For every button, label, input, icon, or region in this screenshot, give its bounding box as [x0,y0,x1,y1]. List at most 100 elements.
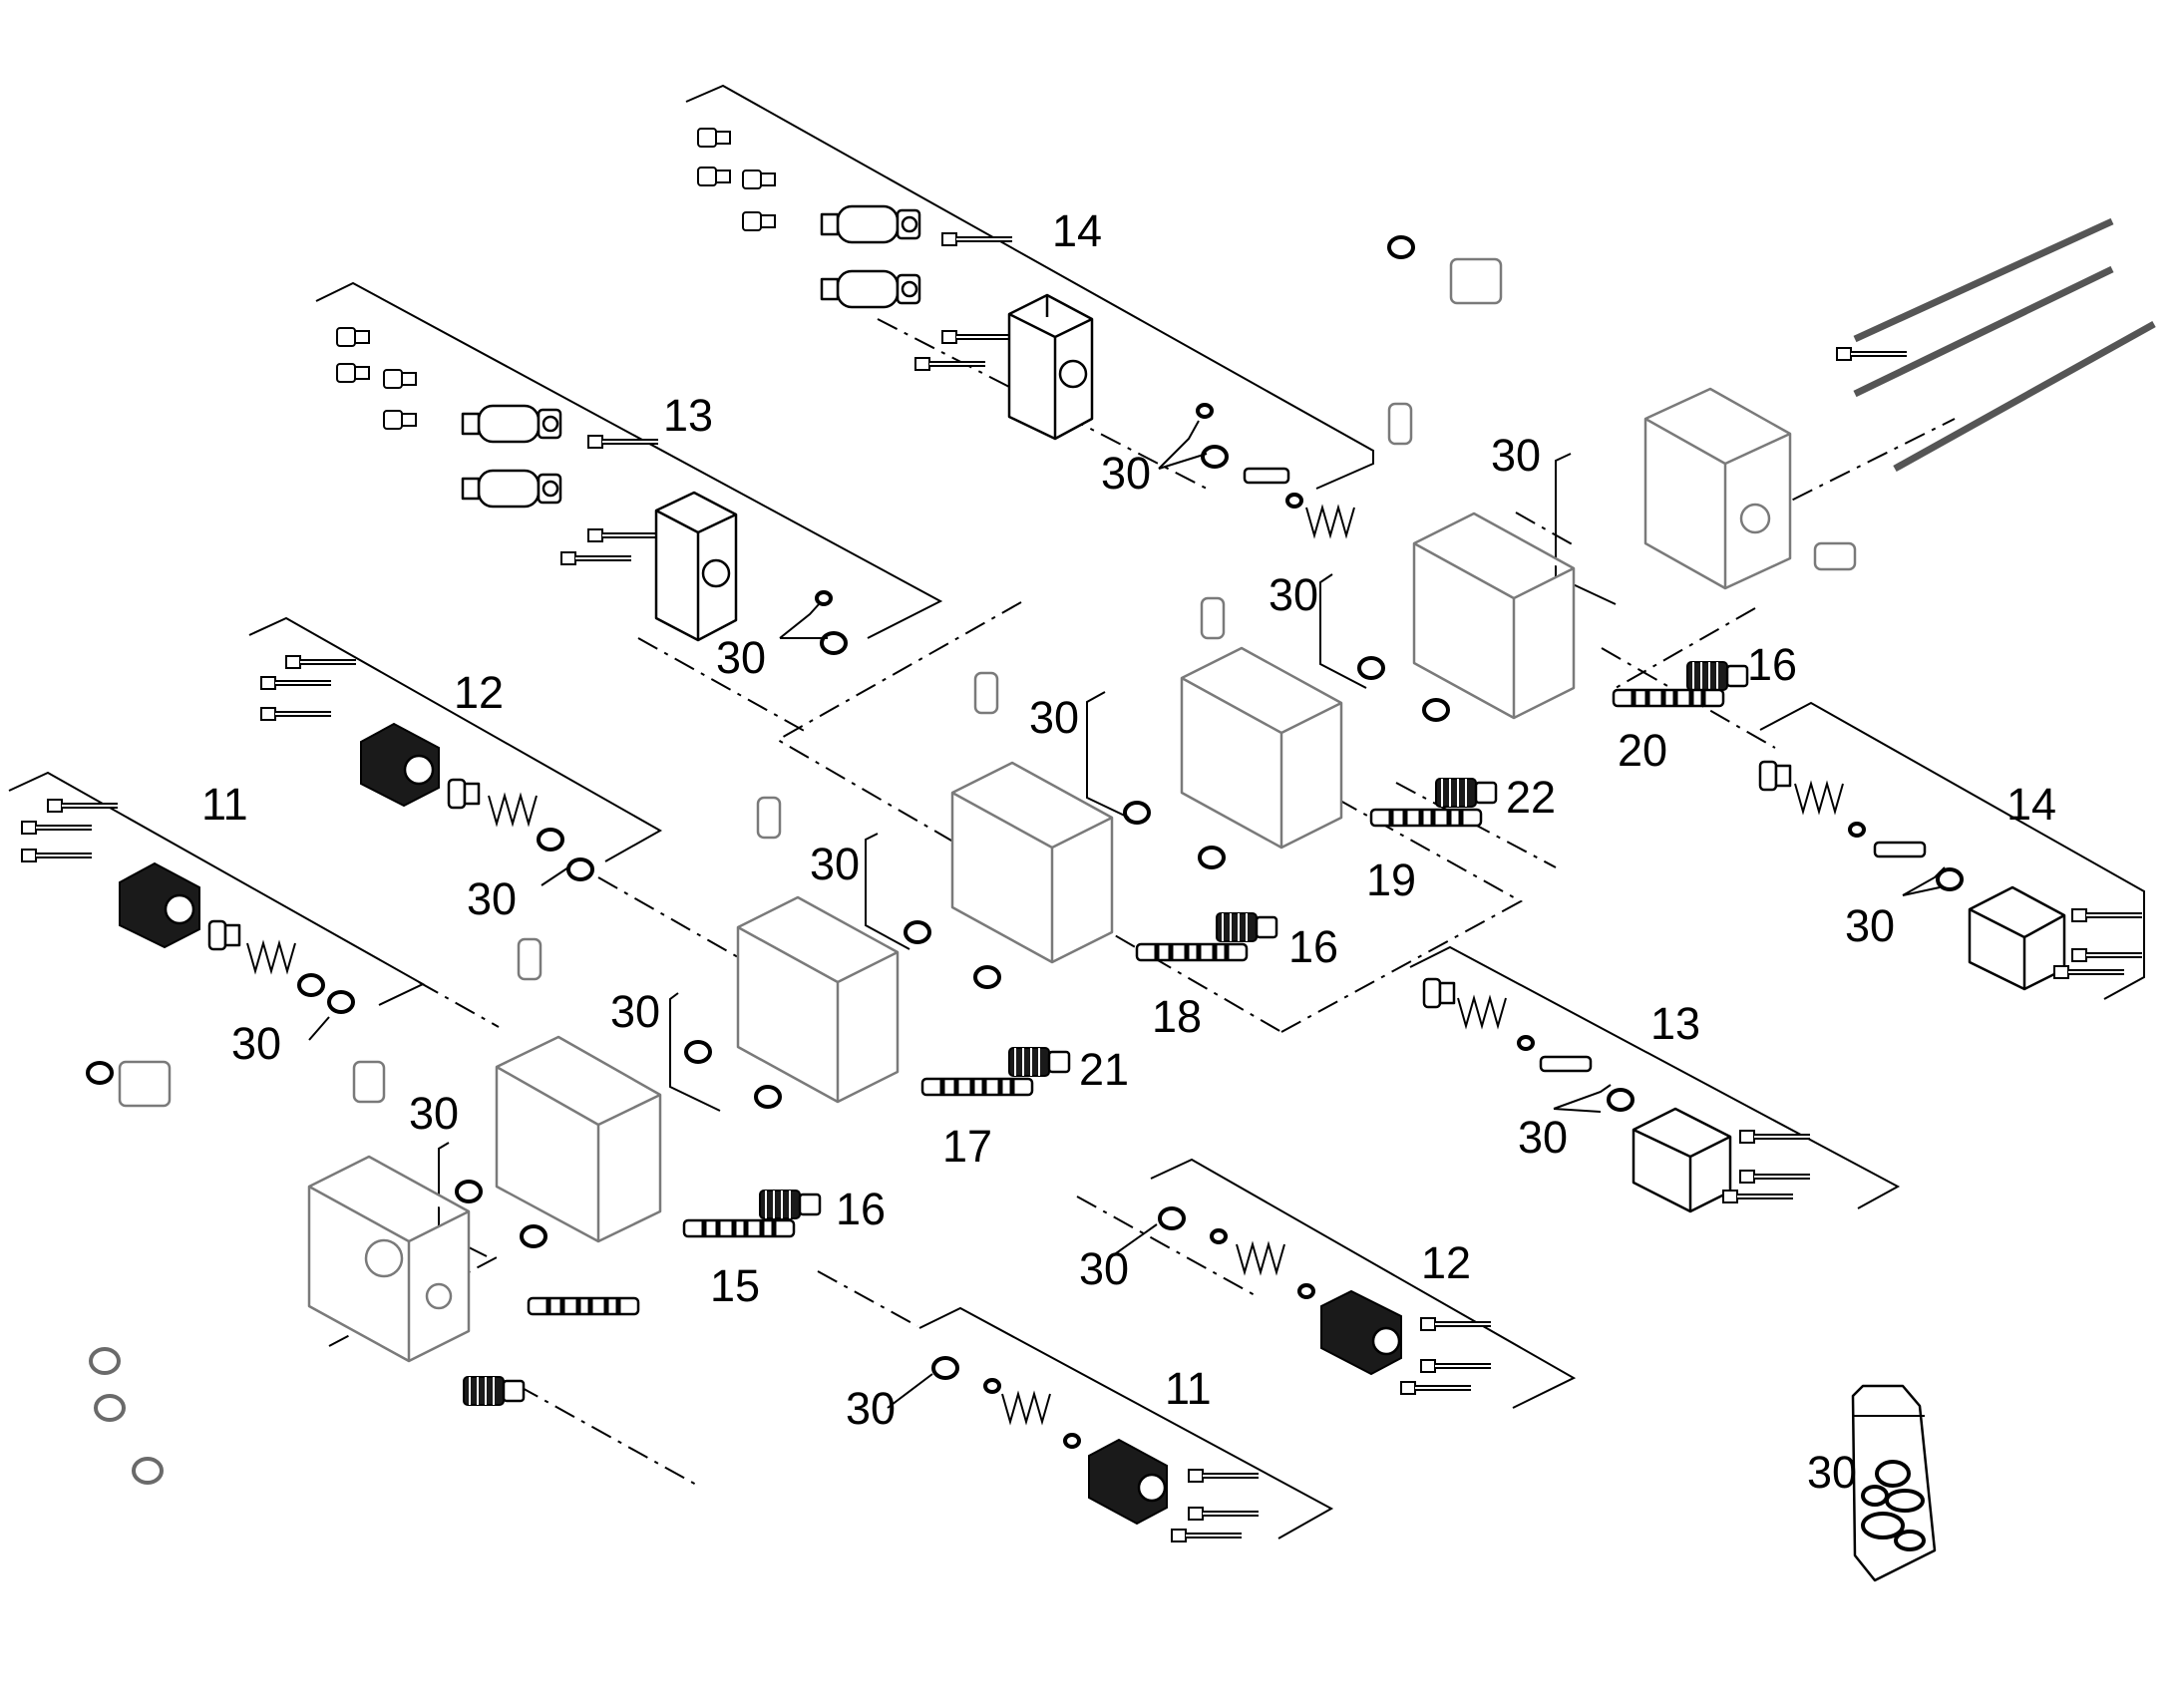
bolt-icon [2072,909,2142,921]
axis-9 [597,876,739,958]
callout-30: 30 [409,1088,459,1139]
screw-icon [383,369,417,389]
kit-12-right-parts [1158,1206,1491,1394]
spool-icon [1371,810,1481,826]
screw-icon [742,170,776,189]
oring-icon [455,1180,483,1203]
kit-14-top-parts [697,128,1355,536]
main-dashed-boundary [775,601,1282,1033]
solenoid-icon [461,404,562,444]
cap-icon [207,919,241,951]
bolt-icon [1189,1470,1259,1482]
screw-icon [697,167,731,186]
kit-13-frame-right [1409,945,1901,1209]
kit-30-frame-b [1319,573,1367,689]
cap-icon [447,778,481,810]
callout-22: 22 [1506,772,1556,823]
oring-icon [820,631,848,655]
callout-16: 16 [1288,921,1338,972]
piston [1243,467,1290,485]
spool-icon [529,1298,638,1314]
bolt-icon [2054,966,2124,978]
bolt-icon [286,656,356,668]
bolt-icon [1421,1318,1491,1330]
main-dashed-boundary-2 [1280,767,1524,1033]
callout-17: 17 [942,1121,992,1172]
spring-icon [488,795,538,825]
kit-30-frame-c [1086,691,1130,819]
valve-section-outlet [1387,217,2156,590]
kit-13-right-parts [1422,977,1810,1213]
valve-section-5 [1357,402,1749,722]
callout-30: 30 [1079,1243,1129,1294]
axis-8 [418,981,500,1028]
callout-21: 21 [1079,1044,1129,1095]
spool-icon [1137,944,1247,960]
spring-icon [246,942,296,972]
screw-icon [742,211,776,231]
end-cover-block [1632,1107,1732,1213]
callout-12-right: 12 [1421,1237,1471,1288]
callout-30: 30 [1029,692,1079,743]
bolt-icon [1421,1360,1491,1372]
callout-30: 30 [1101,448,1151,499]
axis-5 [1615,607,1756,689]
oring-icon [86,1061,114,1085]
oring-icon [1063,1433,1081,1449]
callout-30: 30 [846,1383,896,1434]
nut-icon [94,1394,126,1422]
oring-icon [327,990,355,1014]
oring-icon [1357,656,1385,680]
kit-12-frame-left [248,616,663,862]
oring-icon [566,857,594,881]
oring-icon [1422,698,1450,722]
cap-icon [1758,760,1792,792]
piston [1539,1055,1593,1073]
oring-icon [297,973,325,997]
callout-15: 15 [710,1260,760,1311]
oring-bag [1851,1384,1937,1582]
bolt-icon [915,358,985,370]
oring-icon [1196,403,1214,419]
axis-1 [1515,512,1577,547]
spool-icon [684,1220,794,1236]
oring-icon [754,1085,782,1109]
screw-icon [383,410,417,430]
bolt-icon [1172,1530,1242,1541]
kit-30-frame-e [669,992,721,1112]
cap-block [360,722,440,808]
piston [1873,841,1927,858]
callout-19: 19 [1366,854,1416,905]
spring-icon [1457,997,1507,1027]
bolt-icon [261,677,331,689]
kit-13-top-parts [336,327,848,655]
oring-icon [1297,1283,1315,1299]
oring-icon [1210,1228,1228,1244]
callout-30: 30 [716,632,766,683]
end-cover-block [1007,293,1094,441]
bolt-icon [2072,949,2142,961]
callout-13-top: 13 [663,390,713,441]
bolt-icon [48,800,118,812]
nut-icon [132,1457,164,1485]
callout-30: 30 [231,1018,281,1069]
oring-icon [1936,867,1964,891]
kit-13-frame-top [315,281,943,639]
oring-icon [1198,846,1226,869]
solenoid-icon [461,469,562,509]
oring-icon [1607,1088,1635,1112]
callout-20: 20 [1618,725,1667,776]
oring-icon [1285,493,1303,509]
callout-30: 30 [610,986,660,1037]
callout-30: 30 [1491,430,1541,481]
bolt-icon [1189,1508,1259,1520]
screw-icon [336,327,370,347]
cap-block [1088,1438,1168,1526]
valve-section-inlet [86,1060,638,1485]
oring-icon [1201,445,1229,469]
bolt-icon [22,822,92,834]
kit-14-frame-right [1759,701,2145,1000]
callout-13-right: 13 [1650,998,1700,1049]
axis-4 [1754,418,1956,519]
